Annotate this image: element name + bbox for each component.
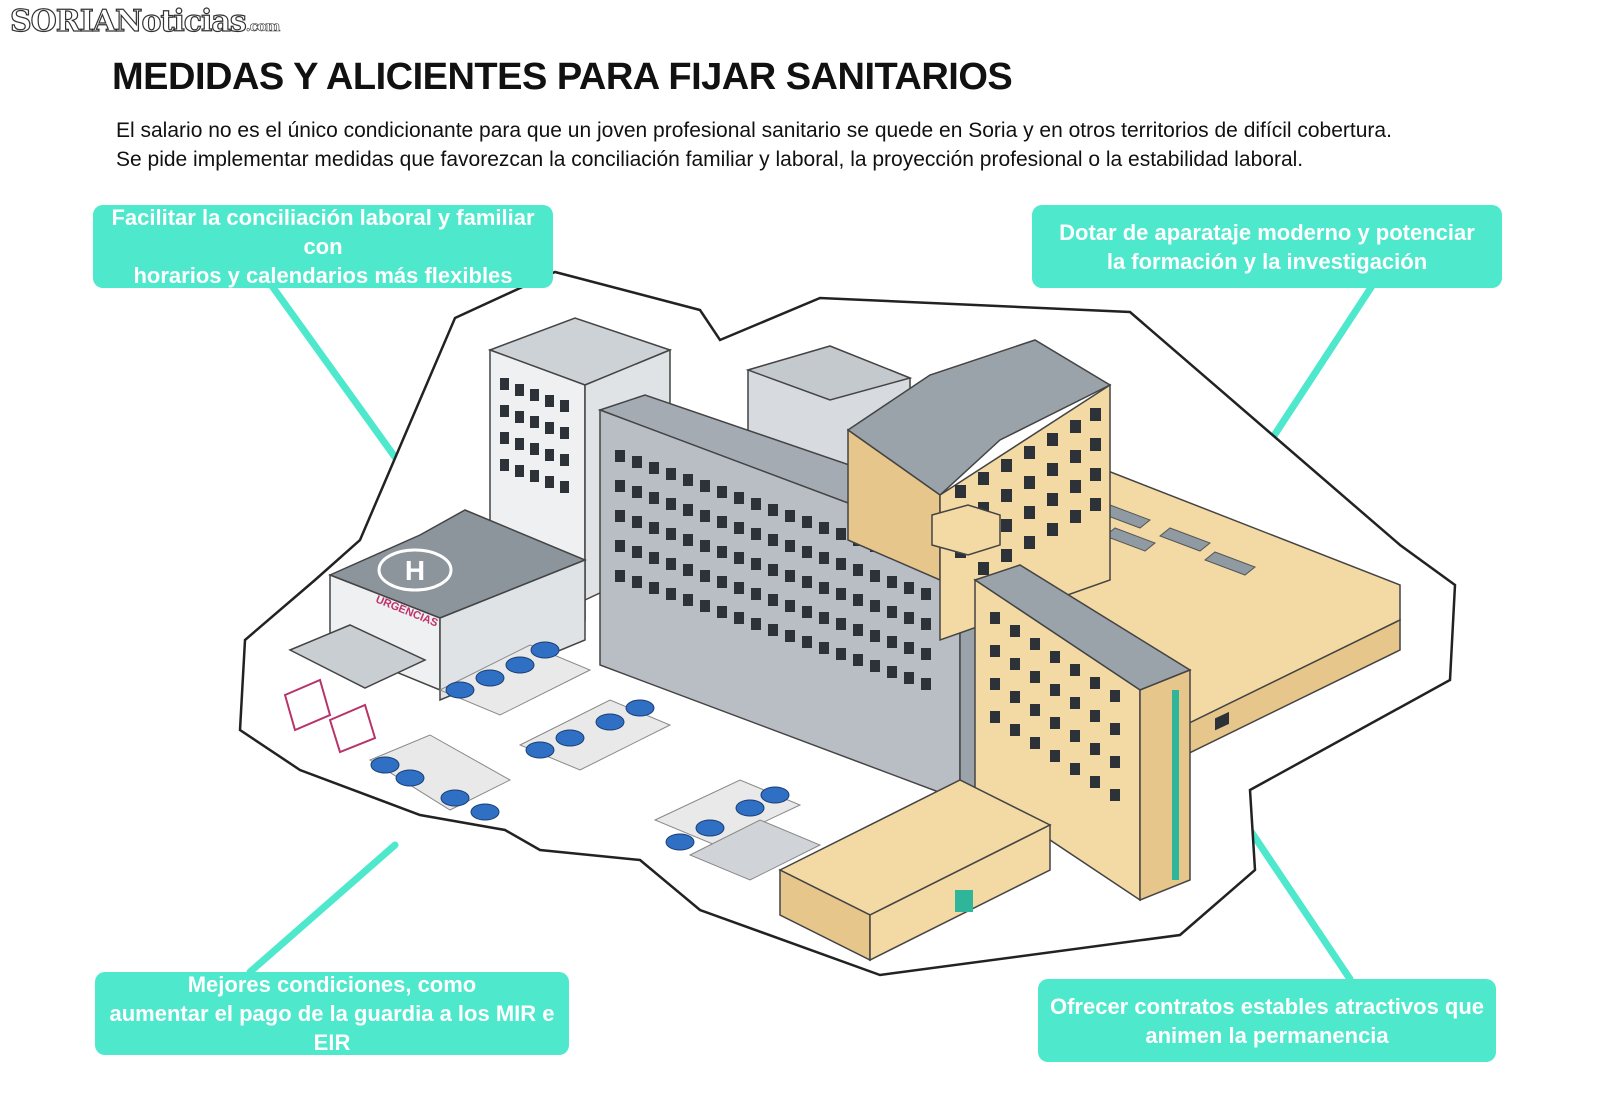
callout-flexible-schedules: Facilitar la conciliación laboral y fami…	[93, 205, 553, 288]
emergency-canopy	[288, 624, 427, 689]
page-subtitle: El salario no es el único condicionante …	[116, 116, 1536, 174]
brand-logo-text: SORIANoticias	[9, 3, 247, 39]
callout-top-left-line-1: Facilitar la conciliación laboral y fami…	[111, 205, 535, 259]
callout-top-right-line-1: Dotar de aparataje moderno y potenciar	[1059, 219, 1475, 245]
page-title: MEDIDAS Y ALICIENTES PARA FIJAR SANITARI…	[112, 56, 1013, 98]
callout-better-conditions: Mejores condiciones, como aumentar el pa…	[95, 972, 569, 1055]
main-block-windows	[615, 450, 931, 690]
lower-annex	[778, 779, 1052, 962]
front-beige-block	[973, 564, 1192, 902]
callout-stable-contracts: Ofrecer contratos estables atractivos qu…	[1038, 979, 1496, 1062]
connector-top-left	[268, 282, 414, 482]
left-tower-windows	[500, 378, 569, 493]
callout-bottom-right-line-2: animen la permanencia	[1145, 1022, 1389, 1048]
callout-bottom-left-line-1: Mejores condiciones, como	[187, 972, 477, 997]
callout-top-right-line-2: la formación y la investigación	[1106, 248, 1428, 274]
callout-bottom-right-line-1: Ofrecer contratos estables atractivos qu…	[1049, 993, 1485, 1019]
brand-logo: SORIANoticias.com	[9, 3, 280, 39]
callout-bottom-left-line-2: aumentar el pago de la guardia a los MIR…	[109, 1001, 555, 1055]
emergency-building: H URGENCIAS	[288, 509, 587, 702]
connector-bottom-left	[246, 841, 399, 976]
callout-top-left-line-2: horarios y calendarios más flexibles	[133, 263, 513, 288]
ambulances	[283, 678, 377, 754]
beige-tower	[846, 339, 1112, 642]
parking-lots	[368, 644, 822, 881]
subtitle-line-2: Se pide implementar medidas que favorezc…	[116, 148, 1304, 171]
heliport-letter: H	[405, 555, 425, 586]
connector-bottom-right	[1246, 826, 1354, 983]
beige-tower-windows	[955, 408, 1101, 575]
front-block-windows	[990, 612, 1120, 801]
brand-logo-suffix: .com	[245, 19, 280, 36]
callout-modern-equipment: Dotar de aparataje moderno y potenciar l…	[1032, 205, 1502, 288]
subtitle-line-1: El salario no es el único condicionante …	[116, 119, 1392, 142]
cars	[370, 641, 790, 851]
